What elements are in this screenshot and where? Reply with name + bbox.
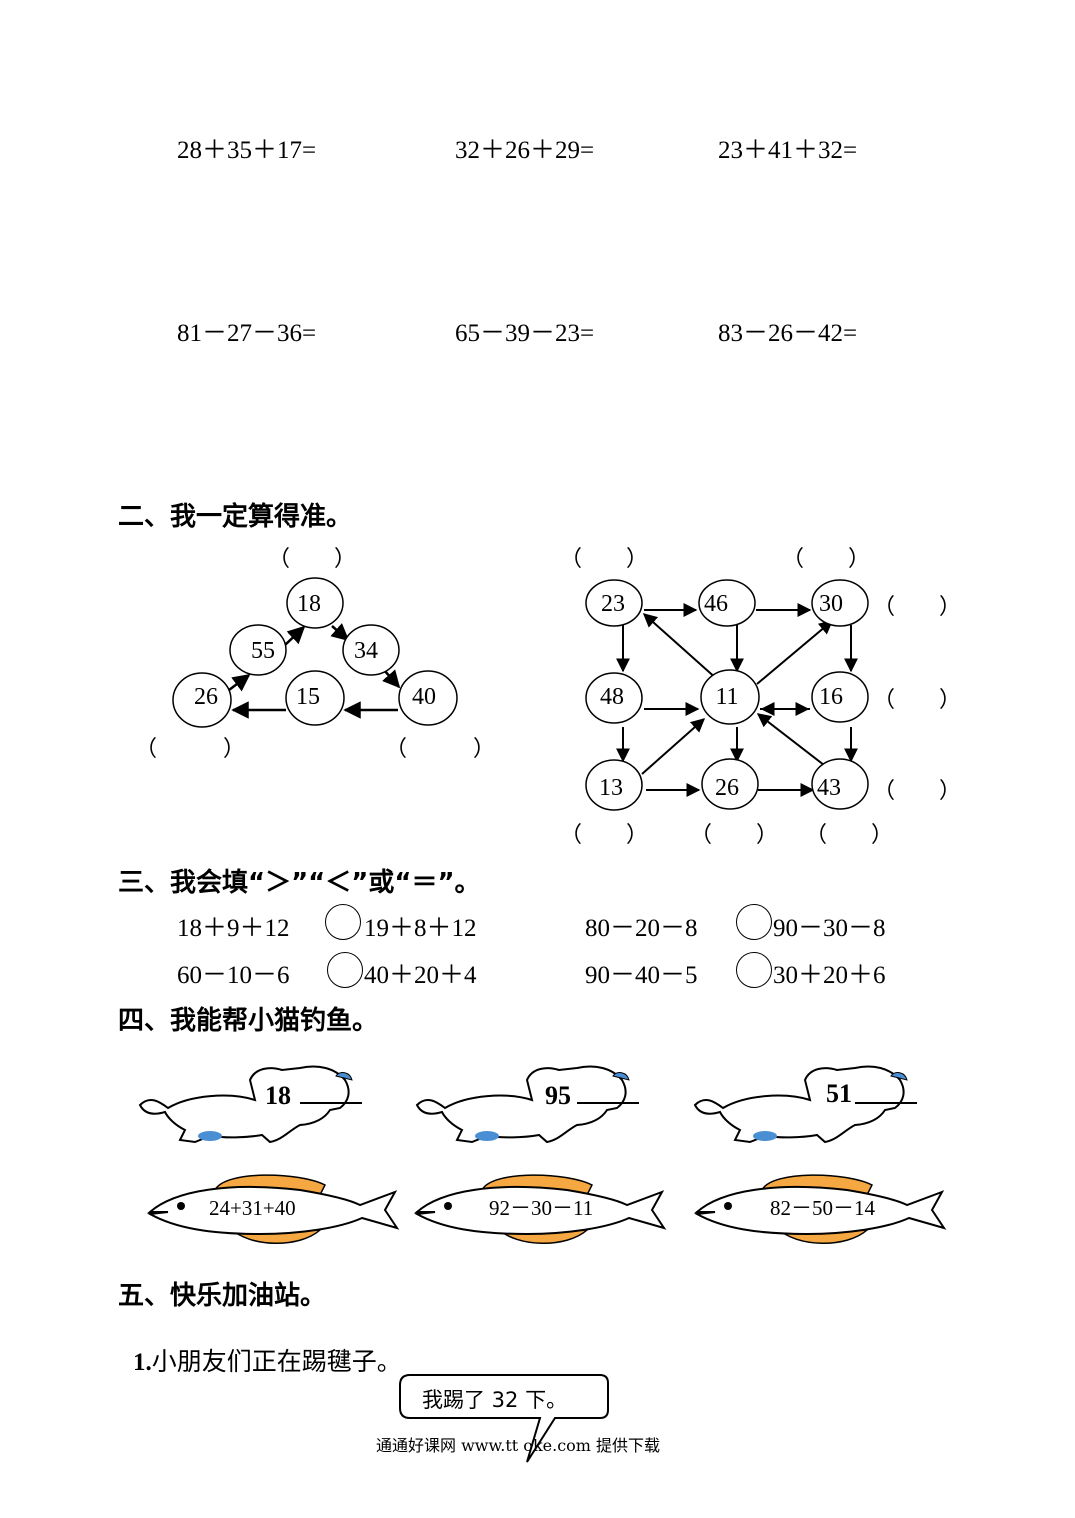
node-circle: 48: [585, 672, 643, 724]
compare-right: 40＋20＋4: [364, 962, 477, 989]
equation: 32＋26＋29=: [455, 137, 595, 164]
cat-fishing-illustration: 18 95 51 24+31+40 92－30－11 82－50－14: [138, 1065, 947, 1244]
section-heading: 五、快乐加油站。: [118, 1281, 327, 1311]
node-value: 13: [599, 775, 623, 801]
arrow: [756, 620, 834, 685]
fish-icon: 24+31+40: [146, 1174, 400, 1244]
section-heading: 三、我会填“＞”“＜”或“＝”。: [118, 868, 481, 898]
node-circle: 23: [585, 579, 643, 627]
answer-blank: （ ）: [560, 823, 649, 848]
node-value: 30: [819, 591, 843, 617]
answer-blank: （ ）: [135, 737, 246, 762]
cat-number: 18: [265, 1081, 291, 1110]
fish-expression: 82－50－14: [770, 1196, 875, 1220]
node-circle: 26: [172, 672, 232, 728]
node-value: 26: [715, 775, 739, 801]
section-heading: 二、我一定算得准。: [118, 502, 353, 532]
compare-right: 19＋8＋12: [364, 915, 477, 942]
footer-text: 通通好课网 www.tt oke.com 提供下载: [376, 1436, 661, 1455]
cat-number: 51: [826, 1079, 852, 1108]
compare-blank-circle[interactable]: [325, 904, 361, 940]
node-value: 48: [600, 684, 624, 710]
triangle-diagram: 18 55 34 26 15 40: [172, 577, 458, 728]
node-value: 46: [704, 591, 728, 617]
speech-bubble-text: 我踢了 32 下。: [422, 1388, 568, 1412]
compare-right: 30＋20＋6: [773, 962, 886, 989]
node-value: 43: [817, 775, 841, 801]
question-text: 1.小朋友们正在踢毽子。: [133, 1342, 402, 1378]
node-circle: 15: [285, 670, 345, 726]
node-circle: 40: [398, 670, 458, 726]
fish-icon: 92－30－11: [413, 1174, 667, 1244]
node-value: 26: [194, 684, 218, 710]
answer-blank: （ ）: [782, 547, 871, 572]
arrow: [756, 713, 834, 773]
node-value: 40: [412, 684, 436, 710]
section-heading: 四、我能帮小猫钓鱼。: [118, 1006, 379, 1036]
speech-bubble: [399, 1374, 609, 1463]
answer-blank: （ ）: [873, 779, 962, 804]
equation: 83－26－42=: [718, 320, 858, 347]
equation: 81－27－36=: [177, 320, 317, 347]
node-value: 34: [354, 638, 378, 664]
node-circle: 43: [811, 758, 869, 810]
node-circle: 46: [698, 579, 756, 627]
node-circle: 18: [286, 577, 344, 629]
cat-icon: 95: [415, 1065, 639, 1144]
cat-icon: 18: [138, 1065, 362, 1144]
question-body: 小朋友们正在踢毽子。: [151, 1347, 402, 1376]
node-circle: 26: [701, 758, 759, 810]
arrow: [330, 623, 350, 642]
cat-icon: 51: [693, 1065, 917, 1144]
answer-blank: （ ）: [690, 823, 779, 848]
node-value: 15: [296, 684, 320, 710]
fish-expression: 92－30－11: [489, 1196, 593, 1220]
node-circle: 34: [342, 624, 400, 676]
node-circle: 16: [811, 671, 869, 723]
answer-blank: （ ）: [560, 547, 649, 572]
equation: 23＋41＋32=: [718, 137, 858, 164]
compare-blank-circle[interactable]: [327, 952, 363, 988]
question-number: 1.: [133, 1349, 152, 1376]
equation: 28＋35＋17=: [177, 137, 317, 164]
fish-expression: 24+31+40: [209, 1196, 296, 1220]
compare-left: 18＋9＋12: [177, 915, 290, 942]
node-value: 23: [601, 591, 625, 617]
compare-left: 90－40－5: [585, 962, 698, 989]
node-value: 16: [819, 684, 843, 710]
answer-blank: （ ）: [268, 547, 357, 572]
arrow: [228, 673, 251, 692]
node-value: 11: [715, 684, 738, 710]
arrow: [382, 669, 401, 689]
arrow: [642, 613, 719, 681]
answer-blank: （ ）: [385, 737, 496, 762]
cat-number: 95: [545, 1081, 571, 1110]
answer-blank: （ ）: [873, 688, 962, 713]
fish-icon: 82－50－14: [693, 1174, 947, 1244]
compare-right: 90－30－8: [773, 915, 886, 942]
compare-left: 60－10－6: [177, 962, 290, 989]
node-circle: 11: [700, 669, 760, 725]
node-value: 18: [297, 591, 321, 617]
node-circle: 55: [229, 624, 287, 676]
compare-left: 80－20－8: [585, 915, 698, 942]
answer-blank: （ ）: [805, 823, 894, 848]
node-circle: 30: [811, 579, 869, 627]
compare-blank-circle[interactable]: [736, 952, 772, 988]
node-value: 55: [251, 638, 275, 664]
arrow: [284, 625, 306, 646]
node-circle: 13: [585, 759, 643, 811]
equation: 65－39－23=: [455, 320, 595, 347]
grid-diagram: 23 46 30 48 11 16 13 26 43: [585, 579, 869, 811]
answer-blank: （ ）: [873, 595, 962, 620]
compare-blank-circle[interactable]: [736, 904, 772, 940]
arrow: [641, 718, 706, 775]
